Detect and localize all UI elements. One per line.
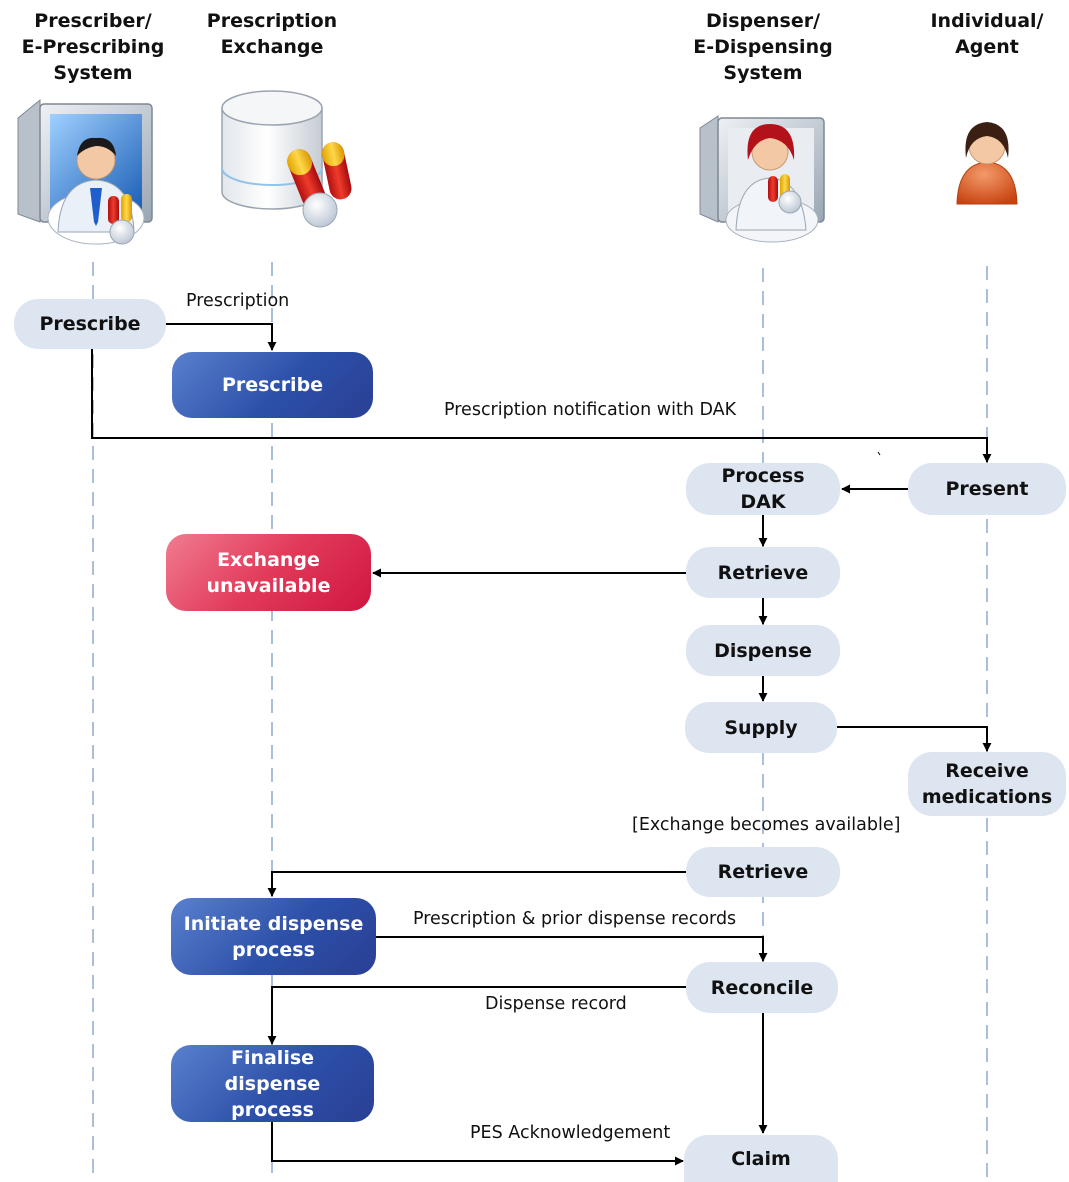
- node-retrieve-1: Retrieve: [686, 547, 840, 598]
- individual-person-icon: [956, 122, 1018, 205]
- arrow-prescription: [166, 323, 277, 351]
- lane-title-individual: Individual/Agent: [930, 10, 1044, 58]
- node-claim: Claim: [684, 1135, 838, 1182]
- node-prescribe-prescriber: Prescribe: [14, 299, 166, 349]
- node-reconcile: Reconcile: [686, 962, 838, 1013]
- arrow-pes-ack: [271, 1122, 684, 1166]
- label-pes-ack: PES Acknowledgement: [470, 1123, 671, 1143]
- label-prior-records: Prescription & prior dispense records: [413, 909, 737, 929]
- arrow-retrieve-to-initiate: [267, 871, 686, 897]
- dispenser-computer-icon: [699, 115, 825, 243]
- label-prescription: Prescription: [186, 291, 290, 311]
- node-present: Present: [908, 463, 1066, 515]
- arrow-supply-to-receive: [837, 726, 992, 752]
- node-dispense: Dispense: [686, 625, 840, 676]
- message-arrows: [91, 323, 992, 1166]
- node-prescribe-exchange: Prescribe: [172, 352, 373, 418]
- label-exchange-available: [Exchange becomes available]: [632, 815, 901, 835]
- arrow-prior-records: [376, 936, 768, 962]
- stray-mark: [877, 451, 881, 456]
- label-prescription-notification: Prescription notification with DAK: [444, 400, 737, 420]
- node-retrieve-2: Retrieve: [686, 847, 840, 897]
- arrow-prescription-notification: [91, 349, 992, 463]
- label-dispense-record: Dispense record: [485, 994, 627, 1014]
- arrow-dispense-record: [267, 986, 686, 1045]
- prescriber-computer-icon: [17, 98, 153, 245]
- exchange-database-icon: [221, 90, 352, 228]
- node-supply: Supply: [685, 702, 837, 753]
